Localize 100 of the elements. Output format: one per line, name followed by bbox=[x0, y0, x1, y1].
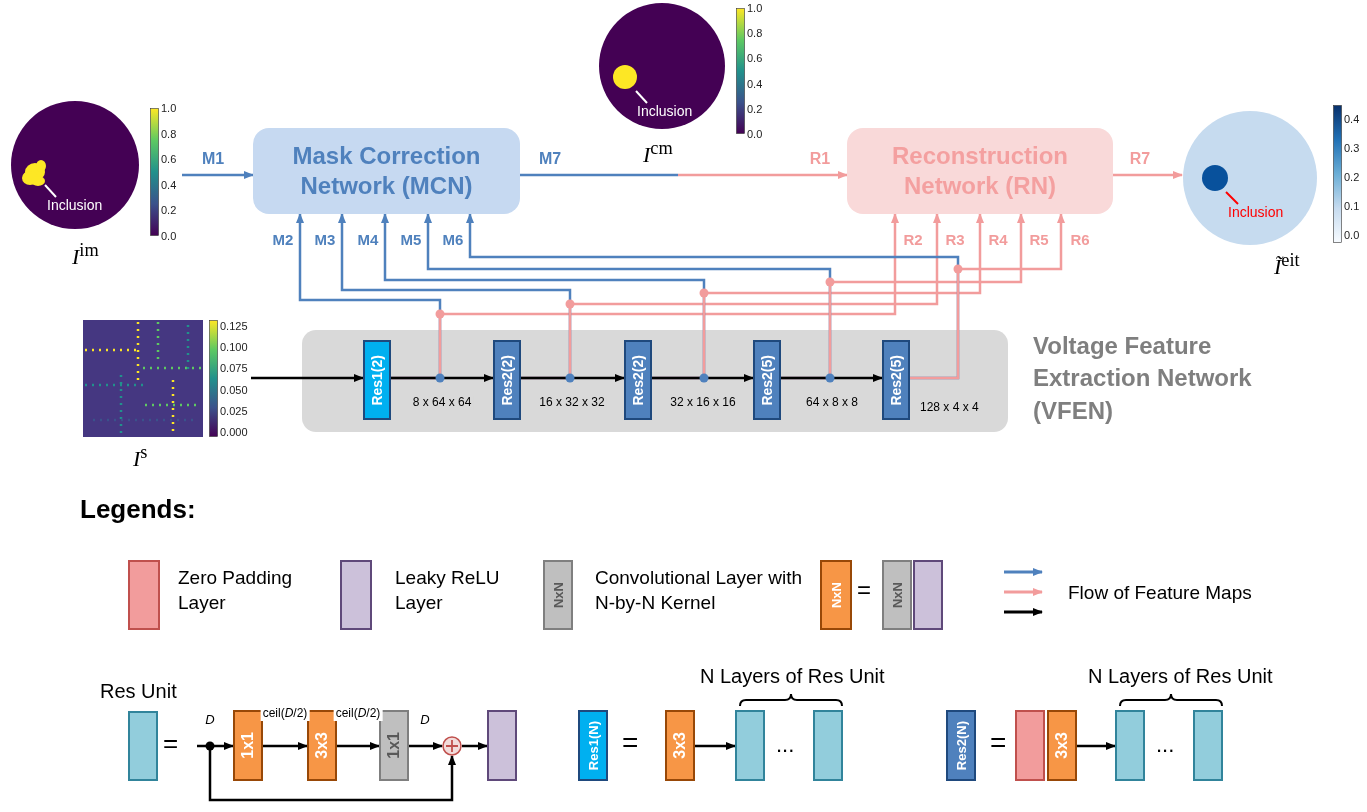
layer-block bbox=[578, 710, 608, 781]
layer-block bbox=[946, 710, 976, 781]
arrow bbox=[781, 374, 883, 382]
legend-heading: Legends: bbox=[80, 494, 196, 526]
arrow bbox=[197, 742, 234, 750]
tick-label: 0.8 bbox=[747, 26, 763, 41]
callout-label: Inclusion bbox=[47, 197, 103, 214]
connector-line bbox=[520, 173, 678, 177]
image-label: I$^{im}$ bbox=[72, 240, 99, 271]
tick-label: 1.0 bbox=[747, 1, 763, 15]
arrow bbox=[910, 213, 1065, 380]
block-text: NxN bbox=[828, 582, 844, 608]
layer-block bbox=[363, 340, 391, 420]
layer-block bbox=[233, 710, 263, 781]
block-text: Res2(N) bbox=[953, 720, 969, 771]
callout-label: Inclusion bbox=[1228, 204, 1284, 221]
arrow bbox=[409, 742, 443, 750]
arrow bbox=[695, 742, 736, 750]
block-text: 1x1 bbox=[239, 732, 257, 759]
block-text: 3x3 bbox=[1053, 732, 1071, 759]
arrow bbox=[391, 374, 494, 382]
block-heading: Res Unit bbox=[100, 680, 177, 703]
block-text: Res1(2) bbox=[369, 354, 385, 406]
layer-block bbox=[882, 560, 912, 630]
tick-label: 0.2 bbox=[1344, 169, 1360, 184]
leader-line bbox=[635, 90, 648, 104]
block-text: 3x3 bbox=[671, 732, 689, 759]
leader-line bbox=[44, 184, 57, 198]
arrow bbox=[462, 742, 488, 750]
block-text: Res2(5) bbox=[759, 354, 775, 406]
layer-block bbox=[913, 560, 943, 630]
size-label: 128 x 4 x 4 bbox=[920, 400, 979, 414]
tick-label: 0.050 bbox=[220, 383, 248, 398]
layer-block bbox=[665, 710, 695, 781]
arrow bbox=[182, 171, 254, 179]
arrow bbox=[1077, 742, 1116, 750]
layer-block bbox=[624, 340, 652, 420]
tick-label: 0.4 bbox=[747, 76, 763, 91]
arrow bbox=[263, 742, 308, 750]
tick-label: 0.4 bbox=[161, 177, 177, 192]
image-label: Ĩ$^{eit}$ bbox=[1274, 250, 1300, 281]
tick-label: 0.3 bbox=[1344, 140, 1360, 155]
edge-label: ceil(D/2) bbox=[333, 707, 383, 721]
block-text: Res2(5) bbox=[888, 354, 904, 406]
tick-label: 0.8 bbox=[161, 126, 177, 141]
block-text: NxN bbox=[889, 582, 905, 608]
layer-block bbox=[753, 340, 781, 420]
group-title: Voltage Feature Extraction Network (VFEN) bbox=[1033, 331, 1253, 426]
callout-label: Inclusion bbox=[637, 103, 693, 120]
tick-label: 0.075 bbox=[220, 360, 248, 375]
tick-label: 0.125 bbox=[220, 318, 248, 333]
equals-sign: = bbox=[163, 728, 179, 760]
block-text: Res2(2) bbox=[499, 354, 515, 406]
network-box: Mask Correction Network (MCN) bbox=[253, 128, 520, 214]
tick-label: 0.0 bbox=[1344, 227, 1360, 242]
layer-block bbox=[813, 710, 843, 781]
block-text: 1x1 bbox=[385, 732, 403, 759]
arrow bbox=[521, 374, 625, 382]
block-text: NxN bbox=[550, 582, 566, 608]
tick-label: 0.0 bbox=[747, 127, 763, 141]
image-label: I$^{s}$ bbox=[133, 442, 148, 473]
tick-label: 0.2 bbox=[161, 203, 177, 218]
image-label: I$^{cm}$ bbox=[643, 138, 673, 169]
legend-label: Leaky ReLU Layer bbox=[395, 566, 501, 615]
layer-block bbox=[735, 710, 765, 781]
block-text: 3x3 bbox=[313, 732, 331, 759]
tick-label: 0.2 bbox=[747, 101, 763, 116]
block-text: Res2(2) bbox=[630, 354, 646, 406]
leader-line bbox=[1225, 191, 1239, 205]
tick-label: 1.0 bbox=[161, 101, 177, 115]
tick-label: 0.6 bbox=[747, 51, 763, 66]
layer-block bbox=[307, 710, 337, 781]
layer-block bbox=[493, 340, 521, 420]
layer-block bbox=[1115, 710, 1145, 781]
layer-block bbox=[487, 710, 517, 781]
brace-label: N Layers of Res Unit bbox=[1088, 664, 1273, 688]
tick-label: 0.000 bbox=[220, 425, 248, 440]
tick-label: 0.6 bbox=[161, 152, 177, 167]
arrow bbox=[337, 742, 380, 750]
legend-label: Convolutional Layer with N-by-N Kernel bbox=[595, 566, 803, 615]
block-text: Res1(N) bbox=[585, 720, 601, 771]
legend-label: Flow of Feature Maps bbox=[1068, 581, 1253, 605]
network-box: Reconstruction Network (RN) bbox=[847, 128, 1113, 214]
legend-label: Zero Padding Layer bbox=[178, 566, 294, 615]
arrow bbox=[1113, 171, 1183, 179]
layer-block bbox=[820, 560, 852, 630]
equals-sign: = bbox=[990, 726, 1007, 760]
arrow bbox=[678, 171, 848, 179]
arrow bbox=[652, 374, 754, 382]
layer-block bbox=[1015, 710, 1045, 781]
tick-label: 0.025 bbox=[220, 404, 248, 419]
edge-label: ceil(D/2) bbox=[260, 707, 310, 721]
layer-block bbox=[379, 710, 409, 781]
ellipsis: ... bbox=[776, 732, 795, 759]
equals-sign: = bbox=[857, 576, 871, 605]
tick-label: 0.4 bbox=[1344, 111, 1360, 126]
equals-sign: = bbox=[622, 726, 639, 760]
tick-label: 0.1 bbox=[1344, 198, 1360, 213]
layer-block bbox=[1193, 710, 1223, 781]
ellipsis: ... bbox=[1156, 732, 1175, 759]
